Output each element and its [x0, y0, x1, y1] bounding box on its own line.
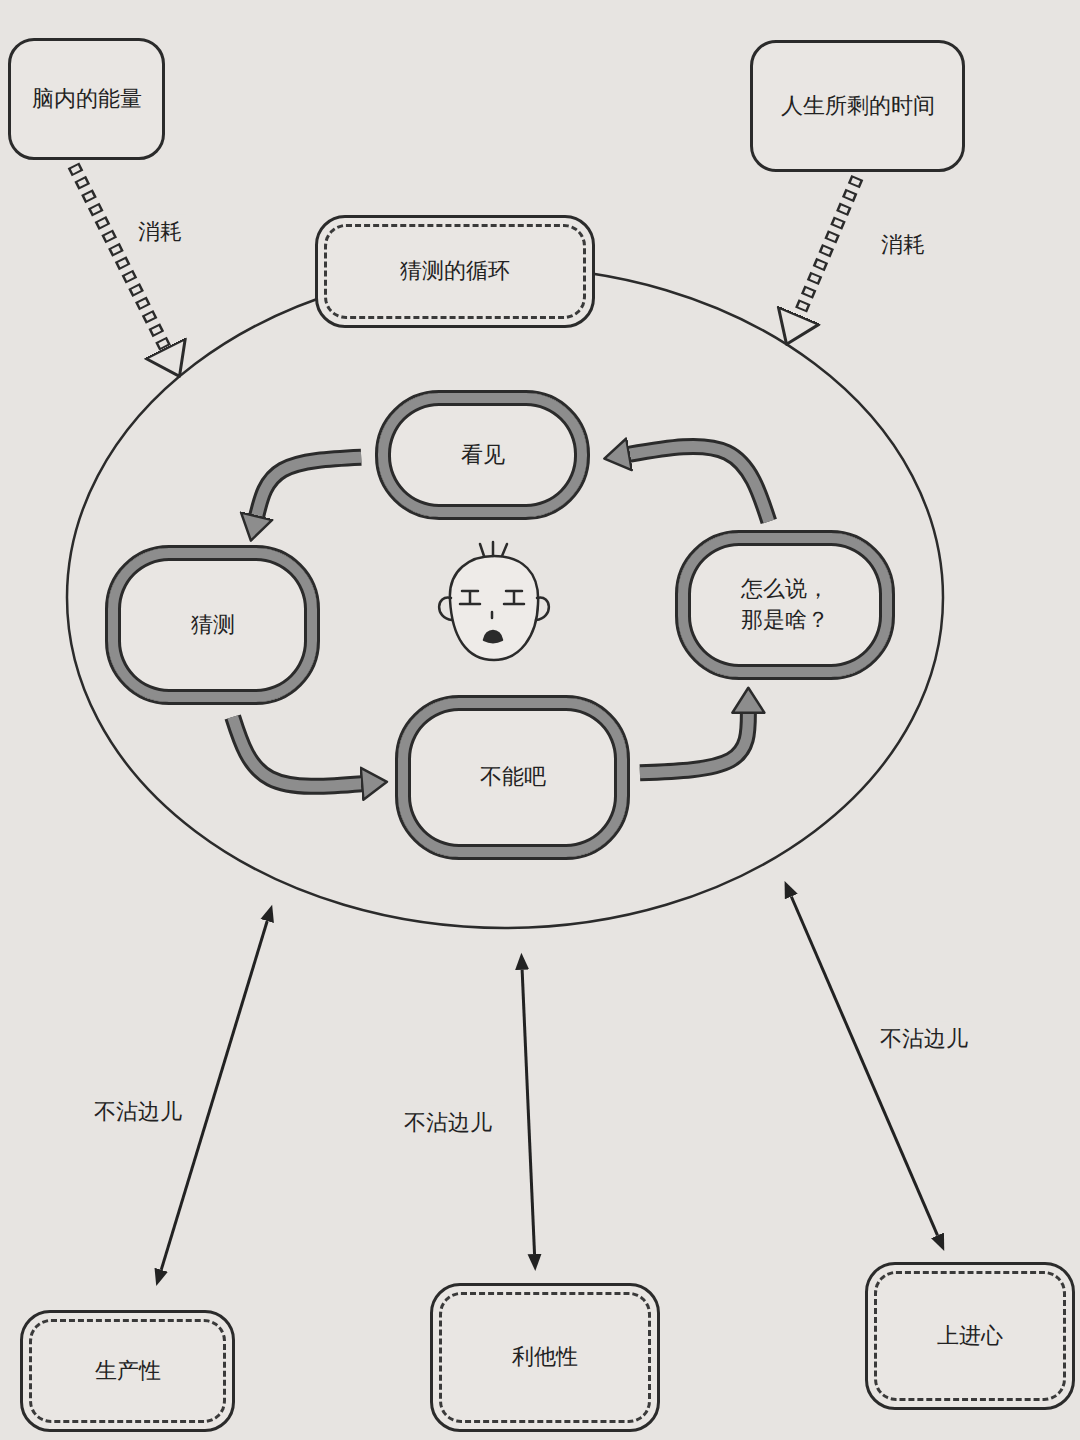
cycle-step-box: 不能吧 — [395, 695, 630, 860]
arrow-outline — [629, 446, 769, 521]
node-label: 看见 — [461, 440, 505, 471]
node-label: 生产性 — [95, 1356, 161, 1387]
edge-label: 不沾边儿 — [90, 1095, 186, 1130]
arrow-outline — [73, 165, 165, 348]
node-label: 怎么说， 那是啥？ — [725, 574, 845, 636]
right-eye — [504, 591, 524, 604]
cycle-step-box: 怎么说， 那是啥？ — [675, 530, 895, 680]
consume-arrow — [799, 178, 858, 316]
node-label: 猜测的循环 — [400, 256, 510, 287]
left-eye — [460, 591, 480, 604]
node-label: 不能吧 — [480, 762, 546, 793]
head-outline — [450, 556, 538, 660]
double-arrow — [522, 970, 534, 1254]
loop-ellipse: 猜测的循环看见猜测不能吧怎么说， 那是啥？ — [65, 265, 945, 930]
double-arrow — [161, 921, 267, 1270]
arrow-line — [799, 178, 858, 316]
cycle-step-box: 看见 — [375, 390, 590, 520]
hair — [480, 542, 507, 556]
cycle-step-box: 猜测 — [105, 545, 320, 705]
value-box: 利他性 — [430, 1283, 660, 1432]
node-label: 上进心 — [937, 1321, 1003, 1352]
node-label: 人生所剩的时间 — [781, 91, 935, 122]
resource-box: 脑内的能量 — [8, 38, 165, 160]
edge-label: 消耗 — [134, 215, 186, 250]
arrow-line — [73, 165, 165, 348]
arrow-outline — [799, 178, 858, 316]
face-illustration — [439, 542, 549, 660]
arrow-line — [640, 713, 748, 773]
cycle-arrow — [629, 446, 769, 521]
arrow-outline — [257, 457, 362, 516]
node-label: 利他性 — [512, 1342, 578, 1373]
cycle-arrow — [640, 713, 748, 773]
arrow-outline — [233, 717, 362, 786]
arrow-line — [629, 446, 769, 521]
double-arrow — [791, 897, 937, 1236]
ellipse-outline-path — [67, 267, 943, 928]
cycle-arrow — [233, 717, 362, 786]
cycle-arrow — [257, 457, 362, 516]
mouth — [484, 631, 502, 642]
nose — [491, 612, 494, 618]
left-ear — [439, 598, 452, 620]
arrow-line — [233, 717, 362, 786]
arrow-line — [161, 921, 267, 1270]
value-box: 生产性 — [20, 1310, 235, 1432]
node-label: 脑内的能量 — [32, 84, 142, 115]
edge-label: 消耗 — [877, 228, 929, 263]
node-label: 猜测 — [191, 610, 235, 641]
consume-arrow — [73, 165, 165, 348]
resource-box: 人生所剩的时间 — [750, 40, 965, 172]
edge-label: 不沾边儿 — [400, 1106, 496, 1141]
arrow-outline — [640, 713, 748, 773]
arrow-line — [522, 970, 534, 1254]
loop-title-box: 猜测的循环 — [315, 215, 595, 328]
edge-label: 不沾边儿 — [876, 1022, 972, 1057]
arrow-line — [791, 897, 937, 1236]
right-ear — [536, 598, 549, 620]
arrow-line — [257, 457, 362, 516]
value-box: 上进心 — [865, 1262, 1075, 1410]
